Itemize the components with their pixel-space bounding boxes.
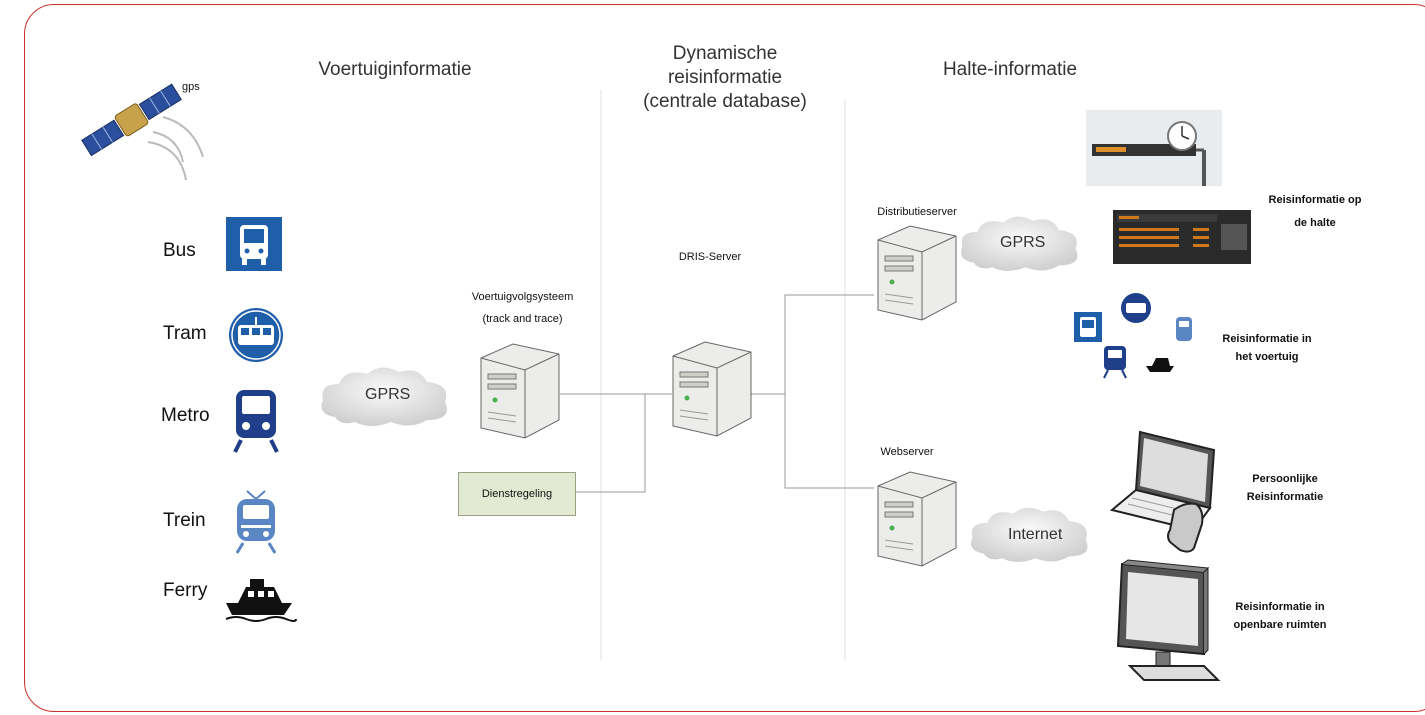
gps-satellite-icon bbox=[81, 83, 204, 181]
output-personal-line2: Reisinformatie bbox=[1246, 491, 1324, 503]
output-personal-line1: Persoonlijke bbox=[1252, 473, 1318, 485]
departure-board-icon bbox=[1113, 210, 1251, 264]
column-title-central: Dynamische reisinformatie (centrale data… bbox=[620, 42, 830, 114]
mode-label-ferry: Ferry bbox=[163, 580, 208, 601]
output-vehicle-line1: Reisinformatie in bbox=[1222, 333, 1312, 345]
mode-label-bus: Bus bbox=[163, 240, 196, 261]
laptop-phone-icon bbox=[1109, 430, 1216, 553]
bus-sign-icon bbox=[226, 217, 282, 271]
distribution-server-icon bbox=[877, 225, 957, 321]
output-stop-line1: Reisinformatie op bbox=[1268, 194, 1362, 206]
central-title-line3: (centrale database) bbox=[643, 91, 807, 112]
gprs-cloud-distribution bbox=[961, 216, 1078, 271]
ferry-icon bbox=[225, 579, 297, 622]
output-public-label: Reisinformatie in openbare ruimten bbox=[1225, 600, 1335, 633]
central-title-line2: reisinformatie bbox=[667, 67, 783, 88]
train-icon bbox=[235, 490, 277, 554]
central-title-line1: Dynamische bbox=[672, 43, 778, 64]
output-public-line2: openbare ruimten bbox=[1233, 619, 1327, 631]
gprs-cloud-left-label: GPRS bbox=[365, 386, 411, 403]
stop-display-clock-icon bbox=[1086, 110, 1222, 186]
output-stop-line2: de halte bbox=[1294, 217, 1336, 229]
distribution-server-label: Distributieserver bbox=[877, 206, 957, 218]
dris-server-label: DRIS-Server bbox=[678, 251, 742, 263]
web-server-icon bbox=[877, 471, 957, 567]
mode-label-tram: Tram bbox=[163, 323, 207, 344]
metro-icon bbox=[233, 390, 279, 453]
internet-cloud-label: Internet bbox=[1008, 526, 1063, 543]
mode-label-metro: Metro bbox=[161, 405, 210, 426]
output-stop-label: Reisinformatie op de halte bbox=[1255, 193, 1375, 231]
column-title-stop: Halte-informatie bbox=[942, 59, 1078, 80]
tram-sign-icon bbox=[229, 308, 283, 362]
tracking-server-label-line1: Voertuigvolgsysteem bbox=[471, 291, 574, 303]
tracking-server-label-line2: (track and trace) bbox=[482, 313, 563, 325]
output-personal-label: Persoonlijke Reisinformatie bbox=[1235, 472, 1335, 505]
output-vehicle-label: Reisinformatie in het voertuig bbox=[1212, 332, 1322, 365]
gprs-cloud-left bbox=[321, 367, 447, 426]
mode-label-trein: Trein bbox=[163, 510, 206, 531]
diagram-frame bbox=[24, 4, 1425, 712]
public-monitor-icon bbox=[1116, 559, 1221, 681]
schedule-label: Dienstregeling bbox=[481, 487, 553, 500]
tracking-server-icon bbox=[480, 343, 560, 439]
internet-cloud bbox=[971, 507, 1088, 562]
gps-label: gps bbox=[182, 81, 200, 93]
gprs-cloud-distribution-label: GPRS bbox=[1000, 234, 1046, 251]
tracking-server-label: Voertuigvolgsysteem (track and trace) bbox=[455, 290, 590, 327]
dris-server-icon bbox=[672, 341, 752, 437]
schedule-box: Dienstregeling bbox=[458, 472, 576, 516]
output-vehicle-line2: het voertuig bbox=[1235, 351, 1299, 363]
web-server-label: Webserver bbox=[880, 446, 934, 458]
in-vehicle-icons-cluster bbox=[1074, 293, 1192, 379]
output-public-line1: Reisinformatie in bbox=[1235, 601, 1325, 613]
column-title-vehicle: Voertuiginformatie bbox=[318, 59, 472, 80]
